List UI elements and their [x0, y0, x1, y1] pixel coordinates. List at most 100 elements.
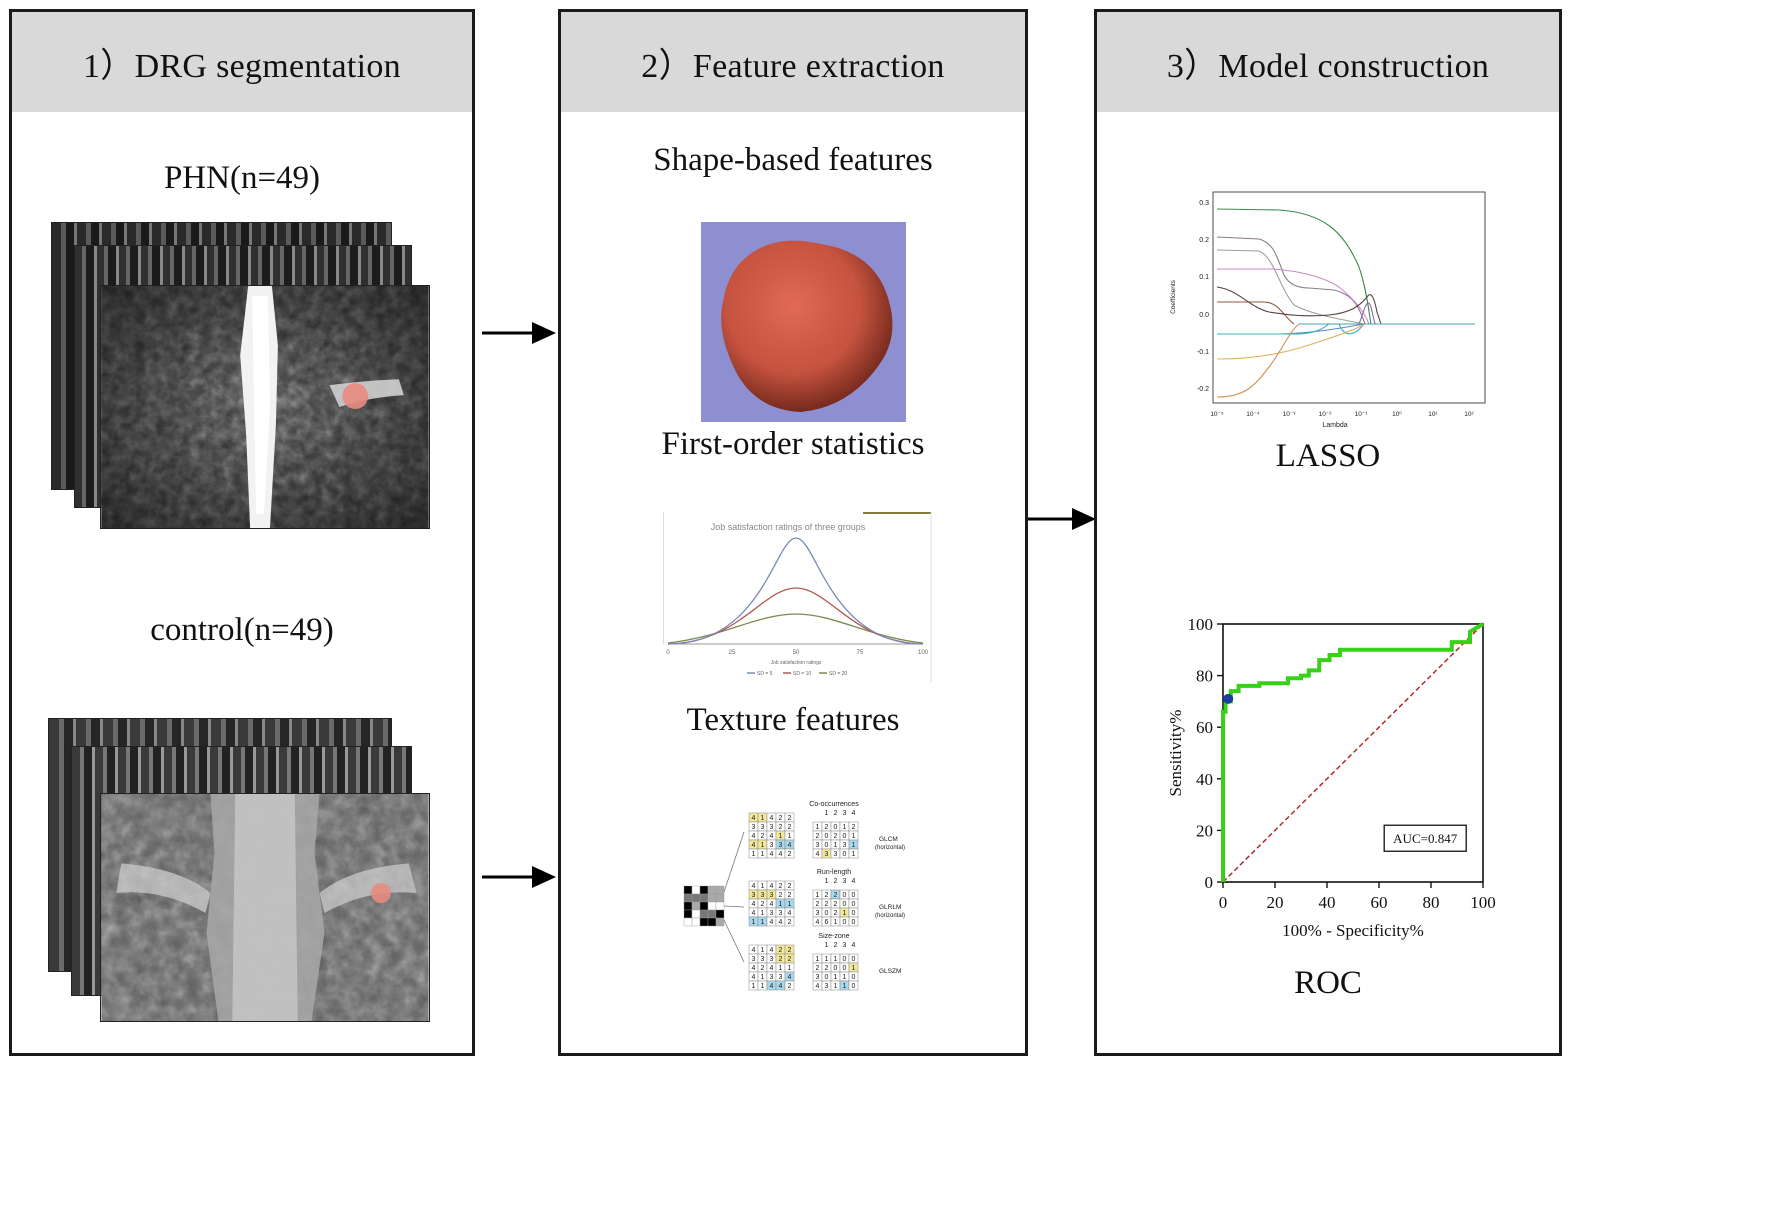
glcm-matrix-value: 3	[843, 842, 847, 849]
glcm-image-value: 1	[761, 842, 765, 849]
glrlm-image-value: 3	[779, 910, 783, 917]
lasso-ytick: -0.2	[1197, 386, 1209, 393]
glrlm-image-value: 2	[779, 892, 783, 899]
glrlm-label: GLRLM	[879, 904, 901, 911]
glrlm-matrix-value: 6	[825, 919, 829, 926]
glszm-image-value: 4	[770, 965, 774, 972]
glrlm-image-value: 4	[752, 883, 756, 890]
glszm-image-value: 3	[752, 956, 756, 963]
dist-xtick: 100	[918, 650, 929, 656]
glcm-image-value: 3	[770, 842, 774, 849]
texture-image-cell	[715, 909, 725, 919]
roc-xtick: 40	[1319, 893, 1336, 912]
lasso-ytick: 0.2	[1199, 237, 1209, 244]
texture-image-cell	[715, 893, 725, 903]
glrlm-image-value: 4	[752, 901, 756, 908]
texture-image-cell	[691, 901, 701, 911]
glcm-image-value: 3	[761, 824, 765, 831]
matrix-col-header: 1	[825, 878, 829, 885]
texture-image-cell	[683, 901, 693, 911]
glcm-matrix-value: 3	[834, 851, 838, 858]
glcm-matrix-value: 4	[816, 851, 820, 858]
lasso-xtick: 10⁻⁵	[1210, 411, 1224, 418]
roc-xtick: 80	[1423, 893, 1440, 912]
dist-chart-title: Job satisfaction ratings of three groups	[711, 522, 866, 532]
texture-image-cell	[715, 901, 725, 911]
texture-features-label: Texture features	[686, 702, 900, 738]
glszm-matrix-value: 0	[843, 956, 847, 963]
dist-curve-sd10	[667, 587, 924, 645]
texture-image-cell	[683, 917, 693, 927]
texture-image-cell	[715, 885, 725, 895]
glrlm-image-value: 4	[752, 910, 756, 917]
glszm-image-value: 4	[752, 947, 756, 954]
lasso-xtick: 10⁻⁴	[1246, 411, 1260, 418]
glcm-image-value: 4	[770, 833, 774, 840]
lasso-xtick: 10⁻²	[1319, 411, 1333, 418]
first-order-label: First-order statistics	[661, 426, 925, 462]
texture-image-cell	[715, 917, 725, 927]
matrix-col-header: 4	[852, 942, 856, 949]
glcm-matrix-value: 1	[852, 842, 856, 849]
glcm-image-value: 1	[752, 851, 756, 858]
glcm-image-value: 2	[761, 833, 765, 840]
control-group-label: control(n=49)	[150, 612, 334, 648]
lasso-xtick: 10⁻³	[1283, 411, 1297, 418]
matrix-col-header: 1	[825, 942, 829, 949]
glszm-matrix-value: 1	[834, 956, 838, 963]
roc-ytick: 20	[1196, 821, 1213, 840]
glrlm-image-value: 3	[770, 910, 774, 917]
texture-image-cell	[699, 901, 709, 911]
lasso-xtick: 10¹	[1428, 411, 1438, 418]
mri-slice-control-front	[100, 793, 430, 1022]
glszm-matrix-value: 1	[852, 965, 856, 972]
texture-image-cell	[699, 885, 709, 895]
glcm-matrix-value: 1	[852, 833, 856, 840]
glrlm-image-value: 1	[761, 883, 765, 890]
glrlm-image-value: 2	[788, 892, 792, 899]
glszm-matrix-value: 0	[825, 974, 829, 981]
lasso-ytick: 0.1	[1199, 274, 1209, 281]
lasso-path	[1216, 323, 1366, 360]
glszm-matrix-value: 0	[852, 974, 856, 981]
glcm-image-value: 2	[788, 815, 792, 822]
lasso-path	[1216, 323, 1300, 398]
glcm-matrix-value: 0	[825, 842, 829, 849]
roc-xtick: 20	[1267, 893, 1284, 912]
texture-image-cell	[691, 917, 701, 927]
lasso-path	[1216, 286, 1382, 325]
glszm-matrix-value: 3	[816, 974, 820, 981]
glrlm-matrix-value: 0	[852, 910, 856, 917]
drg-roi-marker	[371, 883, 391, 904]
matrix-col-header: 2	[834, 810, 838, 817]
dist-curve-sd20	[667, 613, 924, 644]
glcm-matrix-value: 0	[825, 833, 829, 840]
glrlm-matrix-value: 0	[843, 892, 847, 899]
cooc-title: Co-occurrences	[809, 801, 859, 808]
matrix-col-header: 4	[852, 810, 856, 817]
glszm-image-value: 4	[779, 983, 783, 990]
lasso-ytick: -0.1	[1197, 349, 1209, 356]
panel-drg-segmentation: 1）DRG segmentation PHN(n=49) control(n=4…	[9, 9, 475, 1056]
texture-image-cell	[691, 893, 701, 903]
matrix-col-header: 2	[834, 942, 838, 949]
glszm-image-value: 1	[761, 974, 765, 981]
glcm-image-value: 3	[752, 824, 756, 831]
lasso-ylabel: Coefficients	[1170, 279, 1177, 314]
glszm-image-value: 1	[779, 965, 783, 972]
glszm-matrix-value: 2	[816, 965, 820, 972]
glcm-matrix-value: 1	[843, 824, 847, 831]
glrlm-matrix-value: 1	[834, 919, 838, 926]
horizontal-note: (horizontal)	[875, 913, 905, 919]
glrlm-matrix-value: 2	[834, 901, 838, 908]
glszm-image-value: 1	[761, 983, 765, 990]
glrlm-matrix-value: 2	[825, 901, 829, 908]
glszm-matrix-value: 2	[825, 965, 829, 972]
glszm-matrix-value: 0	[834, 965, 838, 972]
dist-xlabel: Job satisfaction ratings	[771, 660, 822, 666]
glcm-image-value: 1	[761, 851, 765, 858]
texture-image-cell	[707, 909, 717, 919]
glrlm-matrix-value: 1	[816, 892, 820, 899]
glcm-image-value: 1	[779, 833, 783, 840]
